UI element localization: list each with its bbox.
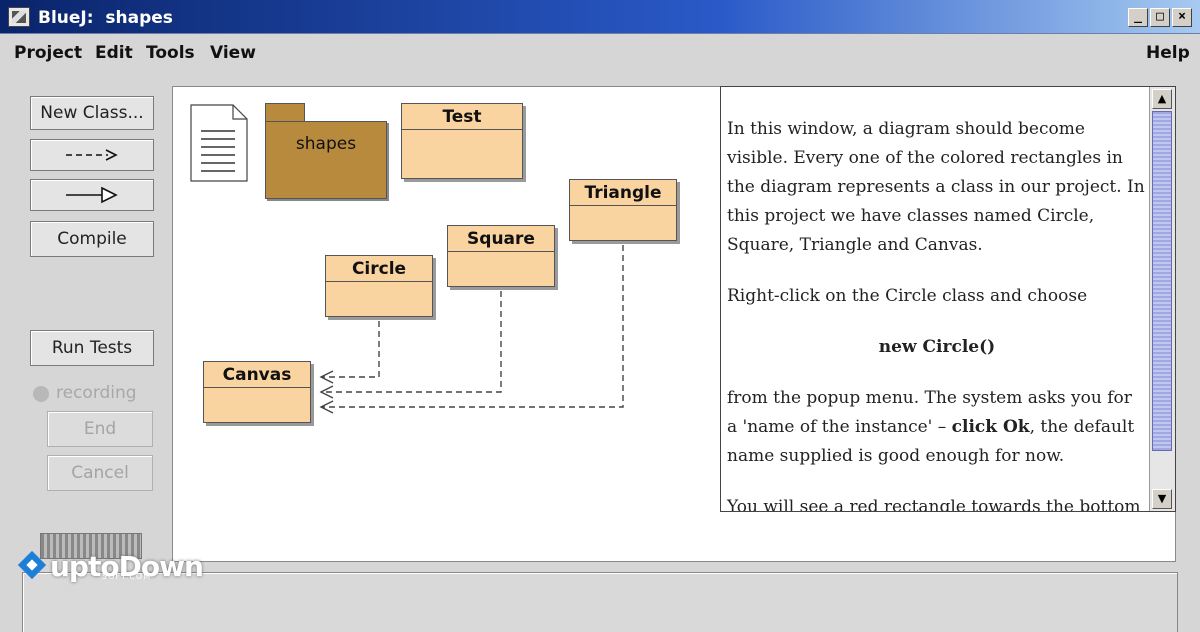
class-canvas[interactable]: Canvas [203, 361, 311, 423]
bluej-app-icon [8, 7, 30, 27]
class-circle[interactable]: Circle [325, 255, 433, 317]
paragraph-cutoff: You will see a red rectangle towards the… [727, 497, 1141, 512]
vertical-scrollbar[interactable]: ▲ ▼ [1149, 87, 1175, 511]
paragraph-instruction: Right-click on the Circle class and choo… [727, 286, 1088, 306]
class-name: Canvas [204, 362, 310, 388]
window-controls: _ □ × [1128, 8, 1192, 27]
logo-subtext: SOFT.COM [102, 572, 152, 581]
class-name: Test [402, 104, 522, 130]
recording-label: recording [56, 383, 137, 403]
dashed-arrow-icon [66, 149, 118, 161]
menu-edit[interactable]: Edit [95, 43, 133, 63]
run-tests-button[interactable]: Run Tests [30, 330, 154, 366]
uptodown-logo: uptoDown SOFT.COM [18, 550, 204, 583]
scroll-up-arrow-icon[interactable]: ▲ [1152, 89, 1172, 109]
recording-indicator-icon [33, 386, 49, 402]
class-name: Square [448, 226, 554, 252]
inheritance-arrow-icon [66, 186, 118, 204]
package-folder-shapes[interactable]: shapes [265, 121, 387, 199]
logo-text: uptoDown [50, 550, 204, 583]
menu-help[interactable]: Help [1146, 43, 1190, 63]
close-button[interactable]: × [1172, 8, 1192, 27]
menu-view[interactable]: View [210, 43, 256, 63]
paragraph-intro: In this window, a diagram should become … [727, 119, 1145, 255]
popup-text-bold: click Ok [951, 417, 1030, 437]
package-folder-label: shapes [295, 134, 357, 154]
menu-bar: Project Edit Tools View Help [0, 34, 1200, 72]
title-bar: BlueJ: shapes _ □ × [0, 0, 1200, 34]
class-name: Triangle [570, 180, 676, 206]
dependency-arrow-button[interactable] [30, 139, 154, 171]
machine-status-indicator [40, 533, 142, 559]
maximize-button[interactable]: □ [1150, 8, 1170, 27]
popup-text-a: from the popup menu. The system asks you… [727, 388, 1132, 437]
window-title: BlueJ: shapes [38, 8, 173, 28]
menu-project[interactable]: Project [14, 43, 83, 63]
scroll-down-arrow-icon[interactable]: ▼ [1152, 489, 1172, 509]
class-test[interactable]: Test [401, 103, 523, 179]
class-triangle[interactable]: Triangle [569, 179, 677, 241]
popup-text-c: , the default name supplied is good enou… [727, 417, 1135, 466]
readme-text: In this window, a diagram should become … [727, 115, 1147, 512]
minimize-button[interactable]: _ [1128, 8, 1148, 27]
scrollbar-thumb[interactable] [1152, 111, 1172, 451]
compile-button[interactable]: Compile [30, 221, 154, 257]
object-bench[interactable] [22, 572, 1178, 632]
paragraph-popup: from the popup menu. The system asks you… [727, 384, 1147, 471]
cancel-button[interactable]: Cancel [47, 455, 153, 491]
package-folder-tab [265, 103, 305, 121]
class-square[interactable]: Square [447, 225, 555, 287]
new-class-button[interactable]: New Class... [30, 96, 154, 130]
readme-document-icon[interactable] [189, 103, 251, 183]
uptodown-logo-icon [18, 553, 46, 581]
paragraph-code: new Circle() [878, 337, 996, 357]
readme-text-pane[interactable]: In this window, a diagram should become … [720, 86, 1176, 512]
end-button[interactable]: End [47, 411, 153, 447]
inheritance-arrow-button[interactable] [30, 179, 154, 211]
menu-tools[interactable]: Tools [146, 43, 195, 63]
class-name: Circle [326, 256, 432, 282]
